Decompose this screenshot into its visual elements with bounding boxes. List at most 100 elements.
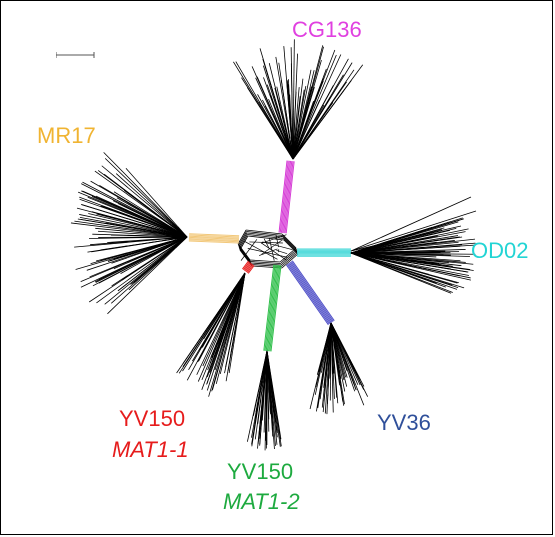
od02-leaf <box>366 255 460 277</box>
mr17-leaf <box>100 238 176 251</box>
mr17-leaf <box>128 249 174 291</box>
yv36-branch <box>288 262 332 324</box>
yv150-mat1-1-leaf <box>198 277 244 362</box>
od02-leaf <box>368 255 469 276</box>
cg136-leaf <box>275 56 292 147</box>
od02-leaf <box>358 253 471 270</box>
yv150-mat1-1-branch <box>242 260 249 270</box>
network-core-edge <box>263 238 270 249</box>
network-core-edge <box>237 229 247 245</box>
mr17-leaf <box>170 220 188 238</box>
cg136-leaf <box>301 54 342 139</box>
cg136-branch <box>283 161 293 234</box>
od02-leaf <box>371 254 466 263</box>
network-core-edge <box>239 248 252 265</box>
yv150-mat1-1-branch <box>246 264 254 273</box>
yv36-leaf <box>333 336 342 379</box>
mr17-leaf <box>95 227 166 236</box>
mr17-leaf <box>99 213 175 235</box>
yv36-leaf <box>330 322 334 328</box>
yv150-mat1-2-leaf <box>268 371 278 445</box>
yv36-leaf <box>338 338 365 390</box>
network-core-edge <box>240 239 258 261</box>
mr17-leaf <box>117 243 179 292</box>
cg136-leaf <box>276 86 290 143</box>
mr17-leaf <box>96 242 180 304</box>
cg136-leaf <box>292 39 295 154</box>
yv150-mat1-1-branch <box>242 261 250 271</box>
mr17-leaf <box>104 158 171 222</box>
cg136-leaf <box>294 78 304 148</box>
label-od02: OD02 <box>471 238 529 263</box>
yv36-leaf <box>324 344 331 414</box>
yv36-leaf <box>329 327 332 401</box>
mr17-branch <box>189 234 240 238</box>
yv150-mat1-1-branch <box>247 265 255 274</box>
yv150-mat1-2-leaf <box>253 359 266 417</box>
od02-leaf <box>365 257 458 290</box>
cg136-branch <box>280 160 290 233</box>
network-core-edge <box>244 240 278 260</box>
cg136-leaf <box>296 86 307 138</box>
network-core-edge <box>280 249 297 264</box>
yv150-mat1-1-leaf <box>197 285 240 382</box>
label-cg136: CG136 <box>292 17 362 42</box>
yv36-leaf <box>326 331 332 415</box>
od02-leaf <box>369 241 459 252</box>
cg136-leaf <box>295 54 337 154</box>
mr17-leaf <box>88 213 168 233</box>
yv150-mat1-1-leaf <box>178 290 234 374</box>
cg136-leaf <box>296 60 322 146</box>
od02-leaf <box>365 242 476 253</box>
mr17-leaf <box>124 190 171 225</box>
yv36-leaf <box>337 339 365 406</box>
mr17-branch <box>188 238 239 242</box>
cg136-leaf <box>294 87 300 141</box>
mr17-leaf <box>104 247 175 305</box>
label-mat1-2: MAT1-2 <box>223 489 300 514</box>
mr17-leaf <box>70 222 172 236</box>
network-core-edge <box>279 247 297 263</box>
mr17-leaf <box>80 218 168 235</box>
od02-leaf <box>362 240 455 252</box>
mr17-leaf <box>167 233 188 238</box>
cg136-branch <box>285 161 295 234</box>
mr17-leaf <box>114 238 180 260</box>
cg136-leaf <box>292 139 301 160</box>
mr17-leaf <box>77 191 174 232</box>
yv150-mat1-2-leaf <box>254 374 264 427</box>
mr17-branch <box>188 239 239 243</box>
cg136-leaf <box>293 89 305 154</box>
network-core-edge <box>283 239 299 255</box>
yv36-leaf <box>331 333 339 404</box>
mr17-leaf <box>94 170 171 226</box>
yv150-mat1-1-leaf <box>202 289 234 335</box>
mr17-leaf <box>81 183 172 230</box>
od02-leaf <box>369 236 463 251</box>
mr17-leaf <box>101 165 180 231</box>
yv150-mat1-1-leaf <box>209 294 237 364</box>
cg136-leaf <box>287 80 294 155</box>
yv150-mat1-2-branch <box>268 265 280 352</box>
network-core-edge <box>250 261 281 264</box>
cg136-leaf <box>256 76 288 146</box>
yv150-mat1-1-branch <box>245 263 253 273</box>
network-core-edge <box>238 231 247 246</box>
od02-leaf <box>350 225 462 252</box>
yv36-leaf <box>332 334 341 386</box>
label-mr17: MR17 <box>37 123 96 148</box>
mr17-branch <box>189 235 240 239</box>
cg136-branch <box>284 161 294 234</box>
mr17-leaf <box>122 239 184 281</box>
od02-leaf <box>356 253 461 262</box>
yv150-mat1-2-leaf <box>262 350 268 375</box>
mr17-leaf <box>125 168 179 227</box>
yv36-leaf <box>316 341 329 412</box>
mr17-leaf <box>113 191 177 231</box>
od02-leaf <box>369 244 475 253</box>
od02-leaf <box>365 257 459 289</box>
od02-leaf <box>370 221 451 248</box>
mr17-branch <box>188 240 239 244</box>
yv150-mat1-2-branch <box>265 264 277 351</box>
od02-leaf <box>371 235 438 250</box>
